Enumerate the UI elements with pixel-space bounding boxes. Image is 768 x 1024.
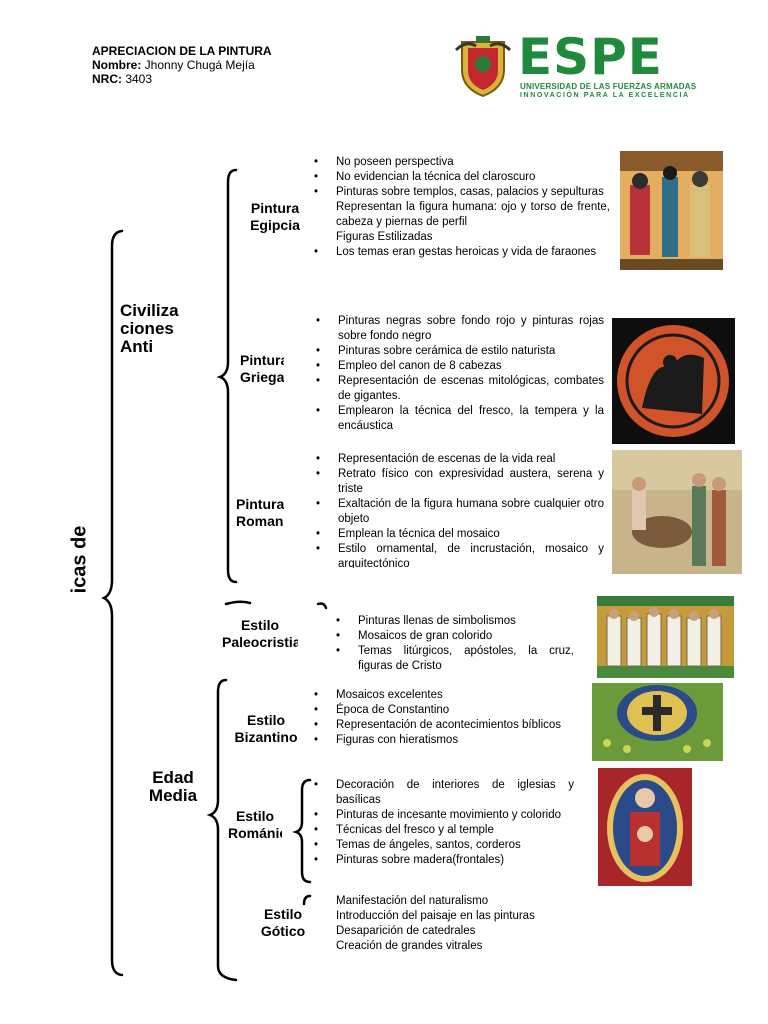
list-item: Representación de escenas de la vida rea… [314,452,604,467]
list-item: Desaparición de catedrales [336,925,476,937]
list-item: Manifestación del naturalismo [336,895,489,907]
student-name: Nombre: Jhonny Chugá Mejía [92,58,255,72]
label-griega: Pintura Griega [240,352,284,385]
label-romanico: Estilo Románico [228,808,282,841]
list-item: Representación de acontecimientos bíblic… [312,718,564,733]
greek-pottery-image [612,318,735,444]
list-item [312,140,610,155]
logo-tagline: INNOVACIÓN PARA LA EXCELENCIA [520,92,690,99]
list-item: Mosaicos de gran colorido [334,629,574,644]
list-item: Introducción del paisaje en las pinturas [336,910,535,922]
university-crest-icon [454,36,512,98]
list-item: Época de Constantino [312,703,564,718]
list-item: Pinturas negras sobre fondo rojo y pintu… [314,314,604,344]
list-item: Técnicas del fresco y al temple [312,823,574,838]
list-paleocristiano: Pinturas llenas de simbolismosMosaicos d… [334,614,574,678]
logo-subtitle: UNIVERSIDAD DE LAS FUERZAS ARMADAS [520,82,697,91]
list-item: Pinturas de incesante movimiento y color… [312,808,574,823]
list-item: Temas de ángeles, santos, corderos [312,838,574,853]
list-item: Figuras con hieratismos [312,733,564,748]
list-egipcia: No poseen perspectivaNo evidencian la té… [312,140,610,292]
antiguas-brace [216,168,238,584]
list-item: Empleo del canon de 8 cabezas [314,359,604,374]
list-item: Emplean la técnica del mosaico [314,527,604,542]
egyptian-painting-image [620,151,723,270]
list-item: Temas litúrgicos, apóstoles, la cruz, fi… [334,644,574,674]
list-item: Decoración de interiores de iglesias y b… [312,778,574,808]
list-griega: Pinturas negras sobre fondo rojo y pintu… [314,314,604,440]
label-paleocristiano: Estilo Paleocristiano [222,617,298,650]
list-item: Pinturas sobre madera(frontales) [312,853,574,868]
category-media: Edad Media [148,768,198,805]
label-egipcia: Pintura Egipcia [250,200,300,233]
roman-fresco-image [612,450,742,574]
list-item: Creación de grandes vitrales [336,940,483,952]
media-brace [206,678,238,982]
list-romanico: Decoración de interiores de iglesias y b… [312,778,574,886]
logo-wordmark: ESPE [518,28,663,86]
list-item: Pinturas sobre templos, casas, palacios … [312,185,610,200]
list-item: Estilo ornamental, de incrustación, mosa… [314,542,604,568]
document-title: APRECIACION DE LA PINTURA [92,44,272,58]
list-romana: Representación de escenas de la vida rea… [314,452,604,568]
list-item: Los temas eran gestas heroicas y vida de… [312,245,610,260]
list-item: Retrato físico con expresividad austera,… [314,467,604,497]
label-bizantino: Estilo Bizantino [234,712,298,745]
list-item: Exaltación de la figura humana sobre cua… [314,497,604,527]
byzantine-mosaic-image [592,683,723,761]
list-item: Representan la figura humana: ojo y tors… [336,201,610,228]
nrc-line: NRC: 3403 [92,72,153,86]
category-antiguas: Civiliza ciones Anti [120,302,179,356]
paleochristian-mosaic-image [597,596,734,678]
list-item: No evidencian la técnica del claroscuro [312,170,610,185]
list-item: Pinturas sobre cerámica de estilo naturi… [314,344,604,359]
list-item: Mosaicos excelentes [312,688,564,703]
main-brace [101,229,124,977]
romanesque-painting-image [598,768,692,886]
list-item: Pinturas llenas de simbolismos [334,614,574,629]
label-gotico: Estilo Gótico [260,906,306,939]
list-item: Figuras Estilizadas [336,231,433,243]
list-item: Emplearon la técnica del fresco, la temp… [314,404,604,434]
list-item: Representación de escenas mitológicas, c… [314,374,604,404]
list-bizantino: Mosaicos excelentesÉpoca de ConstantinoR… [312,688,564,766]
document-header: APRECIACION DE LA PINTURA Nombre: Jhonny… [92,44,272,86]
espe-logo: ESPE UNIVERSIDAD DE LAS FUERZAS ARMADAS … [452,28,712,100]
label-romana: Pintura Romana [236,496,284,529]
list-item: No poseen perspectiva [312,155,610,170]
